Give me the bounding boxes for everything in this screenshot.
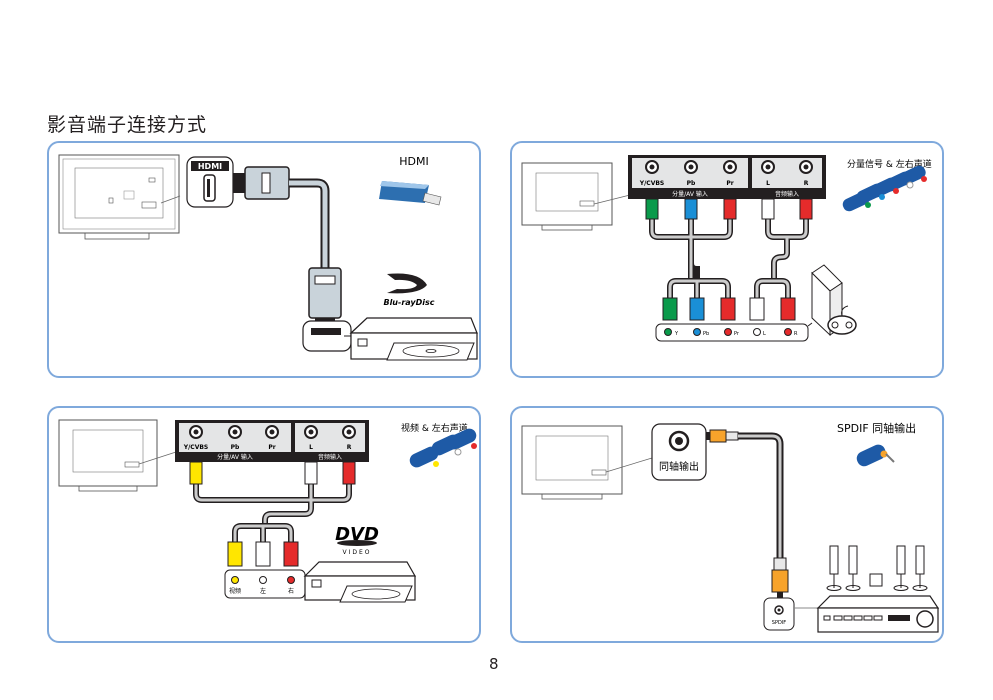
top-plugs	[645, 198, 813, 220]
component-diagram: Y/CVBS Pb Pr L R 分量/AV 输入 音频输入	[521, 155, 932, 342]
device-jack-label-pr: Pr	[734, 331, 740, 337]
page-number: 8	[489, 655, 499, 673]
bottom-plugs	[662, 297, 796, 321]
jack-pb	[684, 160, 698, 174]
coax-cable	[706, 429, 789, 598]
jack-panel: Y/CVBS Pb Pr L R 分量/AV 输入 音频输入	[628, 155, 826, 199]
bluray-player-icon	[344, 317, 478, 361]
tv-back-icon	[521, 425, 653, 500]
hdmi-plug-icon	[379, 181, 442, 206]
jack-l	[761, 160, 775, 174]
device-jack-label-left: 左	[260, 587, 266, 595]
top-plugs	[189, 461, 356, 485]
hdmi-port-label: HDMI	[198, 162, 222, 171]
component-cables	[649, 216, 809, 301]
jack-video	[189, 425, 203, 439]
jack-label-pr: Pr	[268, 444, 275, 451]
dvd-logo-text: DVD	[335, 524, 379, 545]
dvd-logo-subtext: VIDEO	[342, 549, 371, 556]
device-jack-label-l: L	[763, 331, 766, 337]
jack-label-l: L	[766, 180, 770, 187]
jack-l	[304, 425, 318, 439]
jack-label-pb: Pb	[231, 444, 240, 451]
bottom-plugs	[227, 541, 299, 567]
panel-component: Y/CVBS Pb Pr L R 分量/AV 输入 音频输入	[510, 141, 944, 378]
hdmi-heading: HDMI	[399, 155, 428, 168]
receiver-icon	[816, 595, 940, 633]
jack-label-r: R	[347, 444, 352, 451]
tv-back-icon	[58, 154, 181, 240]
group-label-component: 分量/AV 输入	[672, 190, 708, 198]
panel-spdif: 同轴输出 SPDIF	[510, 406, 944, 643]
composite-plugs-icon	[409, 428, 477, 468]
jack-label-l: L	[309, 444, 313, 451]
group-label-audio: 音频输入	[318, 453, 342, 461]
composite-cables	[193, 484, 352, 542]
speakers-icon	[826, 545, 928, 591]
jack-pr	[265, 425, 279, 439]
device-jack-label-y: Y	[674, 331, 679, 337]
jack-label-pr: Pr	[726, 180, 733, 187]
group-label-av: 分量/AV 输入	[217, 453, 253, 461]
dvd-player-icon	[303, 561, 417, 603]
page-title: 影音端子连接方式	[47, 114, 208, 136]
spdif-diagram: 同轴输出 SPDIF	[521, 421, 940, 633]
jack-label-r: R	[804, 180, 809, 187]
spdif-jack-label: SPDIF	[772, 620, 787, 626]
game-console-icon	[807, 264, 857, 337]
coax-plug-icon	[856, 444, 895, 467]
tv-back-icon	[58, 419, 177, 492]
bluray-logo: Blu-rayDisc	[383, 273, 435, 307]
tv-back-icon	[521, 162, 631, 231]
coax-port-label: 同轴输出	[659, 460, 699, 473]
hdmi-diagram: HDMI HDMI Blu-rayDisc	[58, 154, 478, 361]
jack-label-video: Y/CVBS	[183, 444, 208, 451]
panel-composite: Y/CVBS Pb Pr L R 分量/AV 输入 音频输入	[47, 406, 481, 643]
hdmi-cable	[233, 166, 352, 352]
jack-y	[645, 160, 659, 174]
coax-port-callout: 同轴输出	[651, 423, 707, 481]
jack-panel: Y/CVBS Pb Pr L R 分量/AV 输入 音频输入	[175, 420, 369, 462]
component-plugs-icon	[842, 165, 927, 212]
jack-r	[799, 160, 813, 174]
dvd-logo: DVD VIDEO	[335, 524, 379, 556]
panel-hdmi: HDMI HDMI Blu-rayDisc	[47, 141, 481, 378]
composite-heading: 视频 & 左右声道	[401, 422, 468, 434]
device-jack-panel: Y Pb Pr L R	[655, 323, 809, 342]
spdif-heading: SPDIF 同轴输出	[837, 421, 916, 435]
device-jack-label-pb: Pb	[703, 331, 709, 337]
jack-label-y: Y/CVBS	[639, 180, 664, 187]
jack-pb	[228, 425, 242, 439]
jack-label-pb: Pb	[687, 180, 696, 187]
device-jack-panel: 视频 左 右	[224, 569, 306, 599]
jack-pr	[723, 160, 737, 174]
group-label-audio: 音频输入	[775, 190, 799, 198]
device-jack-label-right: 右	[288, 587, 294, 595]
composite-diagram: Y/CVBS Pb Pr L R 分量/AV 输入 音频输入	[58, 419, 477, 603]
component-heading: 分量信号 & 左右声道	[847, 158, 932, 170]
hdmi-port-callout: HDMI	[186, 156, 234, 208]
device-jack-label-r: R	[794, 331, 798, 337]
spdif-jack-panel: SPDIF	[763, 597, 820, 631]
bluray-logo-text: Blu-rayDisc	[383, 298, 434, 307]
device-jack-label-video: 视频	[229, 587, 241, 595]
jack-r	[342, 425, 356, 439]
